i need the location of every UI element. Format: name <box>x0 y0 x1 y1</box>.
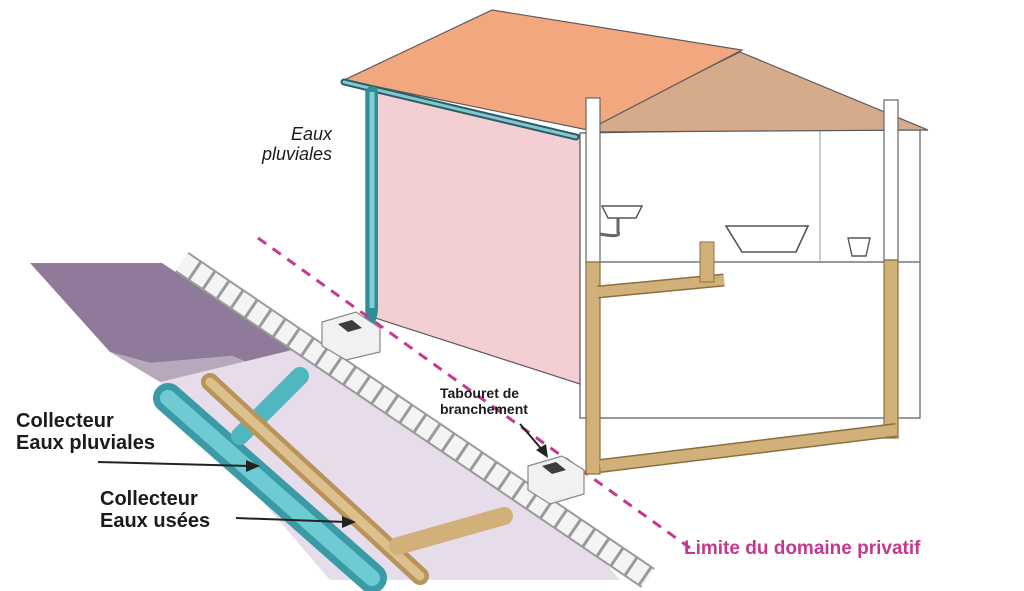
rain-collector-arrowhead <box>246 460 260 472</box>
property-limit-label: Limite du domaine privatif <box>684 538 921 559</box>
waste-collector-label-line1: Collecteur <box>100 488 198 510</box>
street-surface <box>30 263 302 385</box>
rain-collector-highlight <box>160 390 380 586</box>
waste-branch-pipe <box>389 507 513 555</box>
left-stack-drain <box>585 261 601 475</box>
connection-box <box>527 455 585 505</box>
tabouret-arrowhead <box>536 444 548 458</box>
waste-collector-highlight <box>205 377 425 581</box>
connection-box-grate <box>542 462 566 474</box>
connection-box-label-line2: branchement <box>440 400 528 417</box>
washbasin <box>600 205 644 219</box>
rainwater-label-line2: pluviales <box>262 144 333 165</box>
rain-box-grate <box>338 320 362 332</box>
bath-trap <box>699 241 715 283</box>
waste-collector-label-line2: Eaux usées <box>100 510 211 533</box>
gutter-highlight <box>342 80 578 139</box>
waste-collector-arrowhead <box>342 516 356 528</box>
curb-face <box>176 253 654 587</box>
connection-box-label-line1: Tabouret de <box>440 385 520 401</box>
rain-collector-arrow <box>97 461 251 467</box>
house-interior <box>579 127 921 419</box>
left-vent-stack <box>585 97 601 263</box>
washbasin-trap <box>599 218 621 238</box>
toilet <box>847 237 871 257</box>
rainwater-label-line1: Eaux <box>291 124 333 144</box>
tabouret-arrow <box>519 423 545 453</box>
rain-collector-label-line1: Collecteur <box>16 410 114 432</box>
waste-collector-arrow <box>235 517 347 523</box>
connection-box-label: Tabouret de branchement <box>440 385 528 417</box>
right-stack-drain <box>883 259 899 439</box>
bathtub <box>724 225 810 253</box>
roof-front <box>342 9 744 131</box>
rain-box <box>321 311 381 361</box>
waste-collector-label: Collecteur Eaux usées <box>100 488 210 533</box>
rain-collector-label-line2: Eaux pluviales <box>16 432 155 455</box>
rainwater-label: Eaux pluviales <box>262 124 332 164</box>
rain-collector-label: Collecteur Eaux pluviales <box>16 410 155 455</box>
right-vent-stack <box>883 99 899 261</box>
house-main-drain-fill <box>599 424 897 472</box>
